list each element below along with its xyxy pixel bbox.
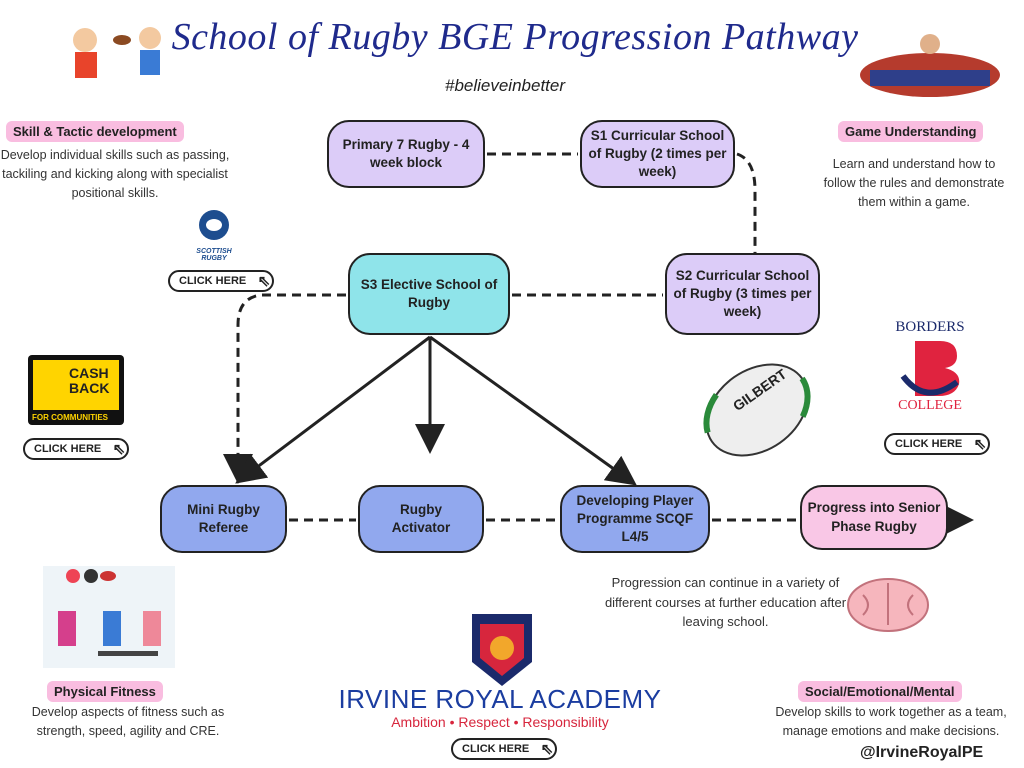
rugby-ball-image: GILBERT [700,355,815,465]
node-senior: Progress into Senior Phase Rugby [800,485,948,550]
node-activator: Rugby Activator [358,485,484,553]
fitness-text: Develop aspects of fitness such as stren… [31,705,225,738]
skill-text: Develop individual skills such as passin… [0,148,230,200]
connector-s3-referee [223,293,346,484]
irvine-royal-crest [470,612,534,687]
node-s1: S1 Curricular School of Rugby (2 times p… [580,120,735,188]
fitness-heading: Physical Fitness [47,681,163,702]
school-name: IRVINE ROYAL ACADEMY [338,684,662,714]
cursor-icon: ⇖ [112,441,126,458]
connector-s1-s2 [736,152,757,253]
cursor-icon: ⇖ [257,273,271,290]
node-dpp: Developing Player Programme SCQF L4/5 [560,485,710,553]
cursor-icon: ⇖ [973,436,987,453]
game-text: Learn and understand how to follow the r… [823,157,1005,209]
cursor-icon: ⇖ [540,741,554,758]
fitness-illustration [43,566,175,668]
rugby-scrum-illustration [855,30,1005,105]
scottish-rugby-click-button[interactable]: CLICK HERE⇖ [168,270,275,292]
hashtag: #believeinbetter [444,76,566,95]
skill-heading: Skill & Tactic development [6,121,184,142]
node-referee: Mini Rugby Referee [160,485,287,553]
node-s3: S3 Elective School of Rugby [348,253,510,335]
page-title: School of Rugby BGE Progression Pathway [171,16,859,58]
node-primary-7: Primary 7 Rugby - 4 week block [327,120,485,188]
arrow-s3-dpp [429,335,637,486]
school-motto: Ambition • Respect • Responsibility [391,714,609,730]
borders-college-logo: BORDERS COLLEGE [895,319,965,413]
progression-note: Progression can continue in a variety of… [604,575,847,629]
scottish-rugby-logo: SCOTTISH RUGBY [186,207,242,265]
brain-illustration [838,575,938,640]
borders-college-click-button[interactable]: CLICK HERE⇖ [884,433,991,455]
game-heading: Game Understanding [838,121,984,142]
school-click-button[interactable]: CLICK HERE⇖ [451,738,558,760]
node-s2: S2 Curricular School of Rugby (3 times p… [665,253,820,335]
social-text: Develop skills to work together as a tea… [775,705,1007,738]
twitter-handle: @IrvineRoyalPE [860,744,984,761]
cashback-click-button[interactable]: CLICK HERE⇖ [23,438,130,460]
arrow-s3-referee [235,335,431,484]
kids-rugby-illustration [40,20,170,100]
social-heading: Social/Emotional/Mental [798,681,962,702]
